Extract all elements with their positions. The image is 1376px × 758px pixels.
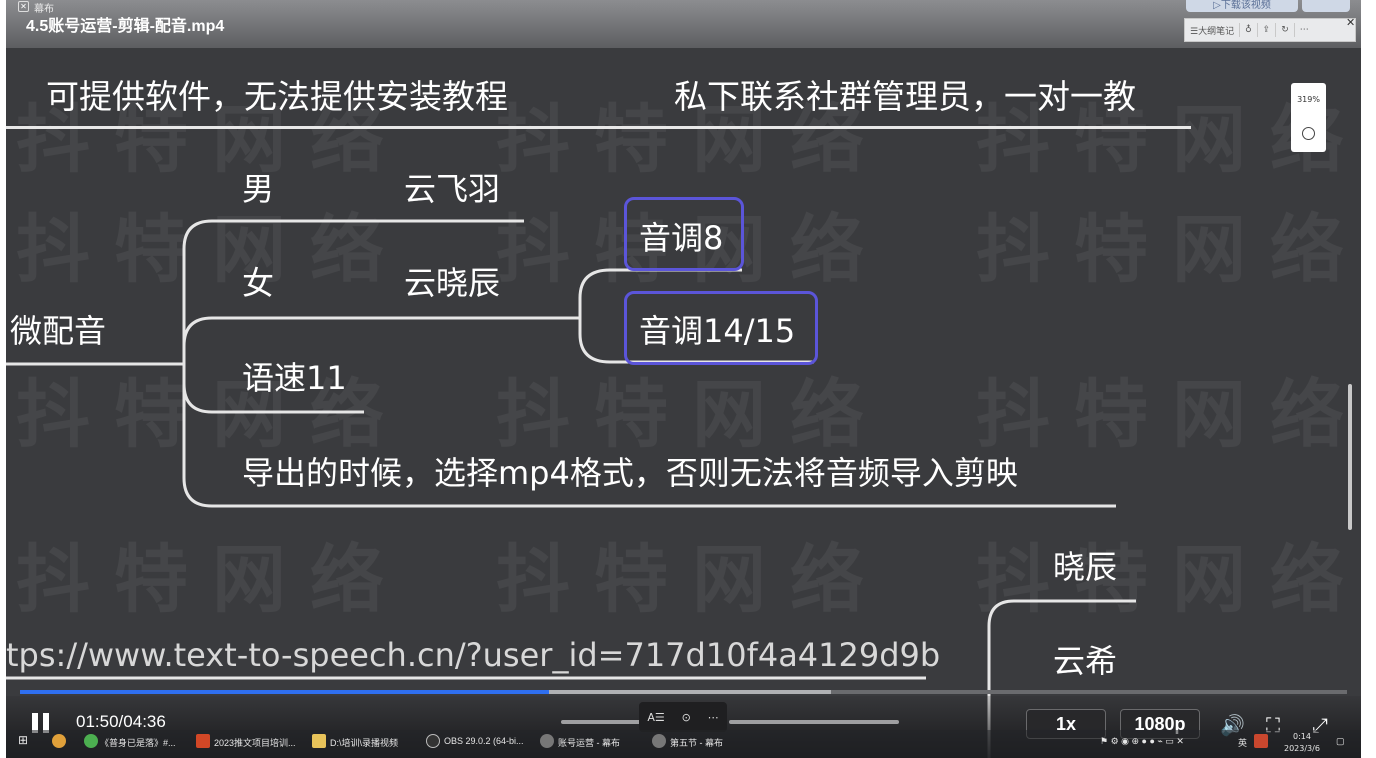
tone-highlight-box: [624, 197, 744, 271]
watermark: 抖特网络: [496, 372, 888, 458]
input-language[interactable]: 英: [1238, 738, 1248, 748]
powerpoint-icon[interactable]: [196, 734, 210, 748]
watermark: 抖特网络: [496, 537, 888, 623]
banner-tab[interactable]: [1302, 0, 1350, 12]
separator: [1275, 23, 1277, 37]
watermark: 抖特网络: [496, 207, 888, 293]
clock-date: 2023/3/6: [1284, 744, 1320, 753]
duration: 04:36: [123, 712, 166, 731]
voice-xiaochen: 晓辰: [1053, 548, 1118, 586]
browser-tab-icon[interactable]: [84, 734, 98, 748]
title-bar: ✕ 幕布 4.5账号运营-剪辑-配音.mp4 ▷下载该视频 ☰大纲笔记 ♁ ⇪ …: [6, 0, 1361, 48]
mini-more-button[interactable]: ⋯: [707, 710, 719, 724]
windows-taskbar: [6, 730, 1361, 758]
notification-icon[interactable]: ▢: [1336, 736, 1345, 746]
voice-yunxi: 云希: [1053, 642, 1118, 680]
obs-icon[interactable]: [426, 734, 440, 748]
watermark: 抖特网络: [976, 207, 1361, 293]
watermark: 抖特网络: [16, 372, 408, 458]
root-node: 微配音: [10, 312, 107, 350]
separator: [1239, 23, 1241, 37]
watermark: 抖特网络: [976, 537, 1361, 623]
male-label: 男: [242, 170, 275, 208]
video-frame: 抖特网络 抖特网络 抖特网络 抖特网络 抖特网络 抖特网络 抖特网络 抖特网络 …: [6, 0, 1361, 758]
vertical-scrollbar[interactable]: [1348, 384, 1352, 530]
app-name: 幕布: [34, 4, 54, 15]
separator: [1293, 23, 1295, 37]
male-voice: 云飞羽: [404, 170, 501, 208]
check-button[interactable]: ⊙: [681, 710, 691, 724]
download-video-button[interactable]: ▷下载该视频: [1186, 0, 1298, 12]
mindmap-connectors: [6, 219, 1136, 758]
time-separator: /: [118, 712, 124, 731]
mini-toolbar-track: [729, 720, 899, 724]
watermark: 抖特网络: [976, 97, 1361, 183]
app-logo-icon: ✕: [18, 1, 29, 12]
zoom-level: 319%: [1297, 95, 1320, 104]
pause-button[interactable]: [32, 713, 50, 733]
export-note: 导出的时候，选择mp4格式，否则无法将音频导入剪映: [242, 454, 1018, 492]
video-title: 4.5账号运营-剪辑-配音.mp4: [26, 18, 225, 35]
page-margin: [1361, 0, 1376, 758]
tone-highlight-box: [624, 291, 818, 365]
chrome-icon[interactable]: [52, 734, 66, 748]
windows-start-icon[interactable]: ⊞: [18, 733, 29, 747]
mubu-icon[interactable]: [652, 734, 666, 748]
speed-node: 语速11: [242, 359, 347, 397]
taskbar-item[interactable]: 2023推文项目培训...: [214, 738, 296, 748]
watermark: 抖特网络: [976, 372, 1361, 458]
taskbar-item[interactable]: OBS 29.0.2 (64-bi...: [444, 736, 524, 746]
female-voice: 云晓辰: [404, 264, 501, 302]
install-note: 可提供软件，无法提供安装教程: [46, 77, 508, 116]
zoom-widget[interactable]: 319%: [1291, 83, 1326, 152]
current-time: 01:50: [76, 712, 119, 731]
tts-url[interactable]: tps://www.text-to-speech.cn/?user_id=717…: [6, 636, 941, 674]
taskbar-clock[interactable]: 0:14 2023/3/6: [1284, 731, 1320, 755]
divider-line: [6, 126, 1191, 129]
mini-toolbar: A☰ ⊙ ⋯: [639, 702, 727, 732]
palette-icon[interactable]: [1302, 127, 1315, 140]
contact-note: 私下联系社群管理员，一对一教: [674, 77, 1136, 116]
taskbar-item[interactable]: 《普身已是落》#...: [100, 738, 176, 748]
taskbar-item[interactable]: 账号运营 - 幕布: [558, 738, 620, 748]
watermark: 抖特网络: [16, 97, 408, 183]
taskbar-item[interactable]: D:\培训\录播视频: [330, 738, 399, 748]
mini-toolbar-track: [561, 720, 645, 724]
tone-8: 音调8: [639, 219, 724, 257]
share-icon[interactable]: ⇪: [1262, 25, 1271, 35]
close-icon[interactable]: ✕: [1346, 16, 1356, 29]
tone-14-15: 音调14/15: [639, 312, 796, 350]
outline-notes-button[interactable]: ☰大纲笔记: [1190, 26, 1235, 37]
toolbar: ☰大纲笔记 ♁ ⇪ ↻ ⋯: [1184, 18, 1356, 42]
taskbar-item[interactable]: 第五节 - 幕布: [670, 738, 723, 748]
refresh-icon[interactable]: ↻: [1281, 25, 1289, 35]
progress-played[interactable]: [20, 690, 550, 694]
collaborate-icon[interactable]: ♁: [1245, 25, 1252, 35]
tray-app-icon[interactable]: [1254, 734, 1268, 748]
text-format-button[interactable]: A☰: [647, 710, 665, 724]
tray-icons[interactable]: ⚑ ⚙ ◉ ⊕ ● ● ⌁ ▭ ✕: [1100, 736, 1184, 746]
watermark: 抖特网络: [496, 97, 888, 183]
clock-time: 0:14: [1292, 732, 1311, 741]
separator: [1256, 23, 1258, 37]
watermark: 抖特网络: [16, 537, 408, 623]
mubu-icon[interactable]: [540, 734, 554, 748]
time-display: 01:50/04:36: [76, 712, 166, 732]
folder-icon[interactable]: [312, 734, 326, 748]
more-menu-button[interactable]: ⋯: [1299, 25, 1309, 35]
female-label: 女: [242, 264, 275, 302]
